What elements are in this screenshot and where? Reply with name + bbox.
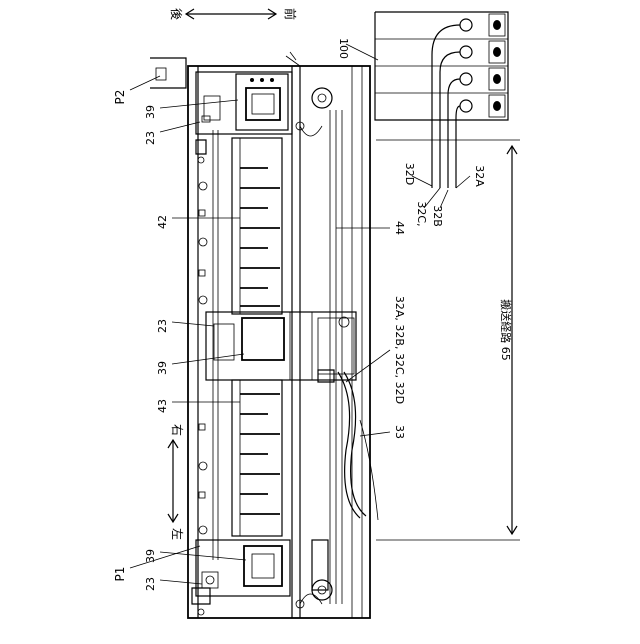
direction-rear-label: 後 [169, 8, 183, 20]
label-23-top: 23 [144, 131, 157, 145]
label-39-top: 39 [144, 105, 157, 119]
label-p1: P1 [113, 567, 127, 582]
label-23-mid: 23 [156, 319, 169, 333]
frame-clips [192, 140, 210, 615]
direction-left-label: 左 [170, 528, 185, 540]
label-100: 100 [337, 38, 350, 59]
direction-front-label: 前 [283, 8, 298, 20]
printer-frame [188, 66, 370, 618]
label-32b: 32B [431, 205, 444, 227]
ink-tubes [432, 25, 460, 188]
left-right-arrow [168, 440, 178, 522]
carriage [206, 312, 356, 382]
label-33: 33 [393, 425, 406, 439]
tube-bundle [338, 372, 378, 520]
label-p2: P2 [113, 90, 127, 105]
label-32d: 32D [403, 163, 416, 185]
guide-rail [292, 66, 342, 618]
label-39-bot: 39 [144, 549, 157, 563]
label-32a: 32A [473, 165, 486, 187]
label-32abcd: 32A, 32B, 32C, 32D [393, 296, 406, 404]
rear-front-arrow [186, 9, 276, 19]
head-p2 [150, 52, 300, 134]
label-transport-path: 搬送経路 65 [499, 299, 513, 361]
platen-lower [232, 380, 282, 536]
ink-cartridge-unit [375, 12, 508, 188]
drive-belt [296, 88, 332, 608]
label-43: 43 [156, 399, 169, 413]
label-44: 44 [393, 221, 406, 235]
direction-right-label: 右 [170, 424, 185, 436]
cartridge-connectors [460, 14, 505, 117]
label-39-mid: 39 [156, 361, 169, 375]
label-23-bot: 23 [144, 577, 157, 591]
platen-upper [232, 138, 282, 314]
label-42: 42 [156, 215, 169, 229]
